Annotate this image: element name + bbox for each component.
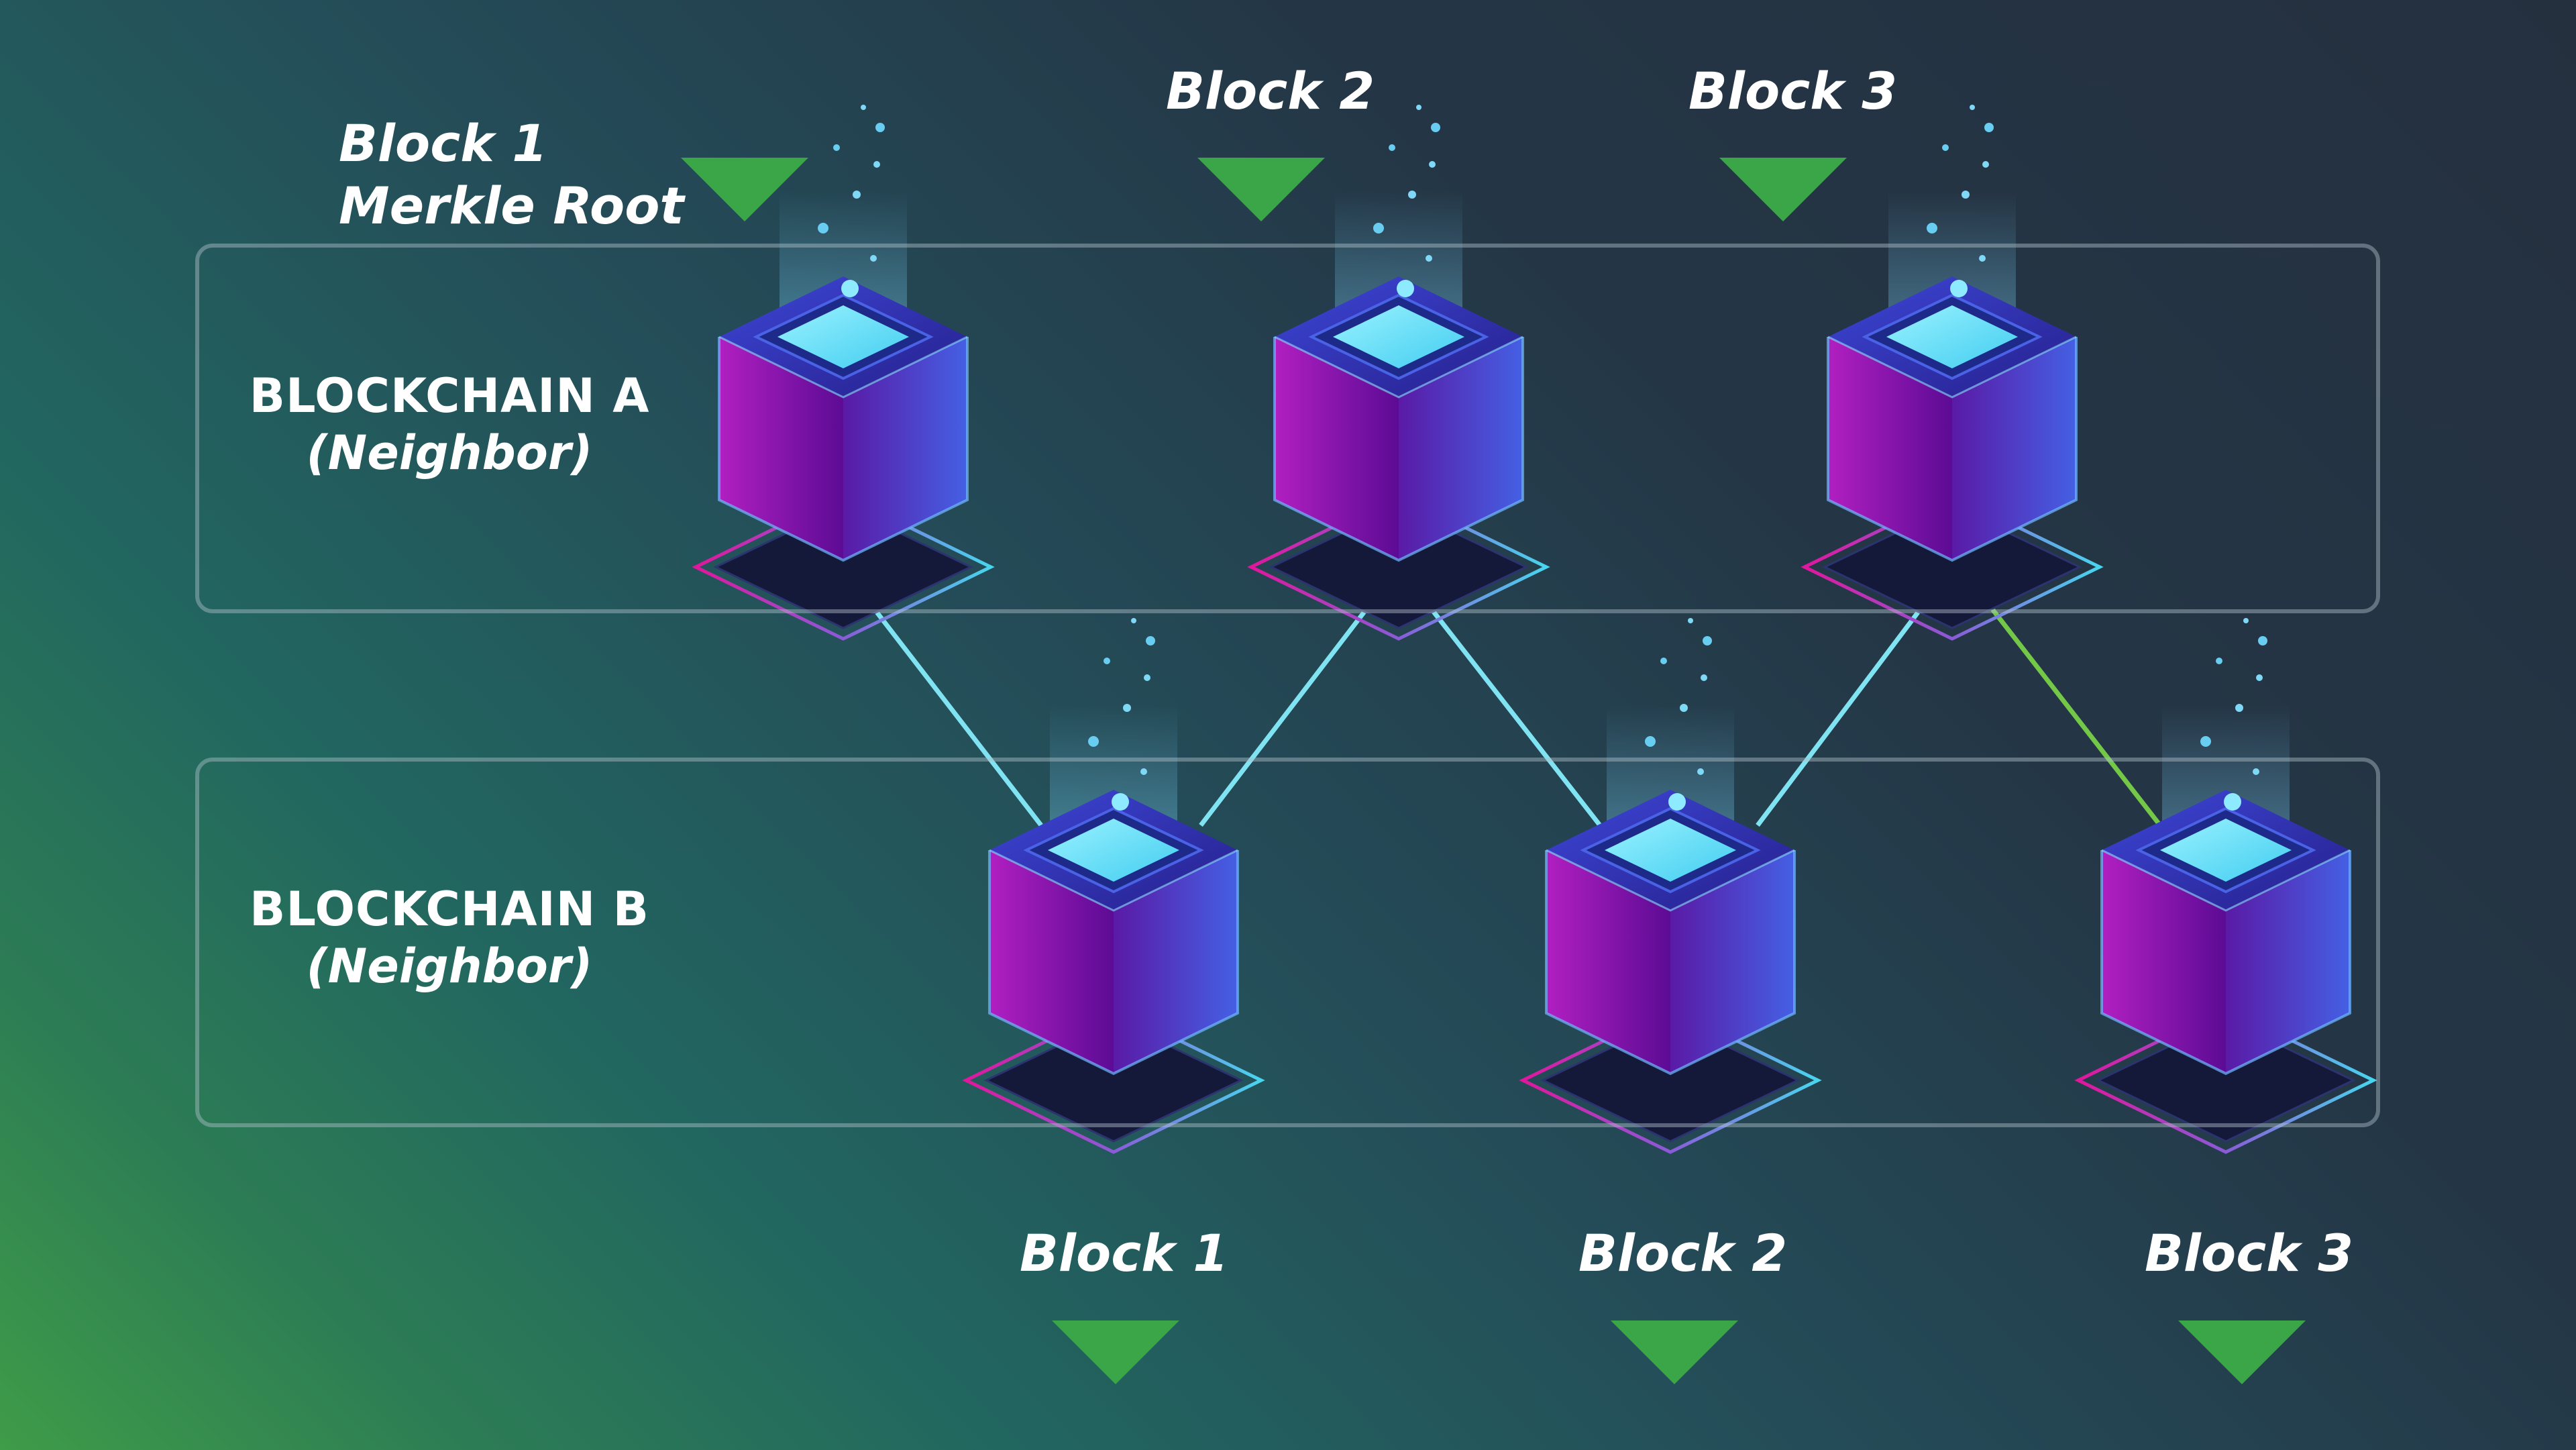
bottom-block-1-label: Block 1 bbox=[1020, 1223, 1229, 1283]
chain-role: (Neighbor) bbox=[306, 425, 593, 481]
blockchain-b-frame bbox=[195, 758, 2380, 1127]
blockchain-b-label: BLOCKCHAIN B (Neighbor) bbox=[208, 881, 691, 996]
bottom-block-3-label: Block 3 bbox=[2145, 1223, 2354, 1283]
merkle-link bbox=[1960, 568, 2162, 827]
top-block-1-label: Block 1 Merkle Root bbox=[339, 113, 684, 237]
chain-role: (Neighbor) bbox=[306, 939, 593, 994]
arrow-down-icon bbox=[2178, 1320, 2306, 1384]
top-block-1-title: Block 1 bbox=[339, 113, 548, 173]
top-block-2-label: Block 2 bbox=[1166, 61, 1375, 121]
top-block-3-label: Block 3 bbox=[1688, 61, 1898, 121]
arrow-down-icon bbox=[1719, 158, 1847, 221]
blockchain-a-label: BLOCKCHAIN A (Neighbor) bbox=[208, 368, 691, 482]
chain-name: BLOCKCHAIN B bbox=[250, 882, 649, 937]
arrow-down-icon bbox=[1611, 1320, 1738, 1384]
arrow-down-icon bbox=[1052, 1320, 1179, 1384]
chain-name: BLOCKCHAIN A bbox=[249, 368, 650, 423]
bottom-block-2-label: Block 2 bbox=[1578, 1223, 1788, 1283]
arrow-down-icon bbox=[1197, 158, 1325, 221]
blockchain-a-frame bbox=[195, 244, 2380, 613]
merkle-root-text: Merkle Root bbox=[339, 175, 684, 236]
